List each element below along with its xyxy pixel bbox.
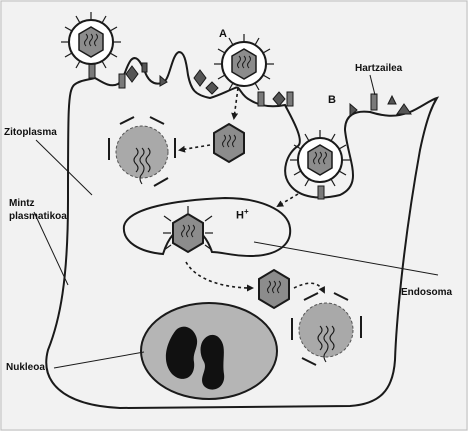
label-mintz-line1: Mintz	[9, 198, 35, 209]
label-hplus-sup: +	[244, 207, 249, 216]
label-hplus-base: H	[236, 210, 244, 222]
virus-icon	[214, 34, 274, 90]
label-nukleoa: Nukleoa	[6, 362, 45, 373]
uncoating-virus-icon	[109, 117, 175, 186]
endosome	[124, 198, 290, 256]
capsid-icon	[259, 270, 289, 308]
label-b: B	[328, 95, 336, 106]
label-endosoma: Endosoma	[401, 287, 452, 298]
virus-icon	[163, 206, 213, 252]
pathway-arrows	[180, 88, 324, 292]
label-zitoplasma: Zitoplasma	[4, 127, 57, 138]
label-hartzailea: Hartzailea	[355, 63, 402, 74]
uncoating-virus-icon	[292, 293, 361, 365]
label-hplus: H+	[236, 206, 249, 222]
nucleus-icon	[141, 303, 277, 399]
label-a: A	[219, 29, 227, 40]
label-mintz-line2: plasmatikoa	[9, 211, 67, 222]
capsid-icon	[214, 124, 244, 162]
virus-icon	[61, 12, 121, 68]
